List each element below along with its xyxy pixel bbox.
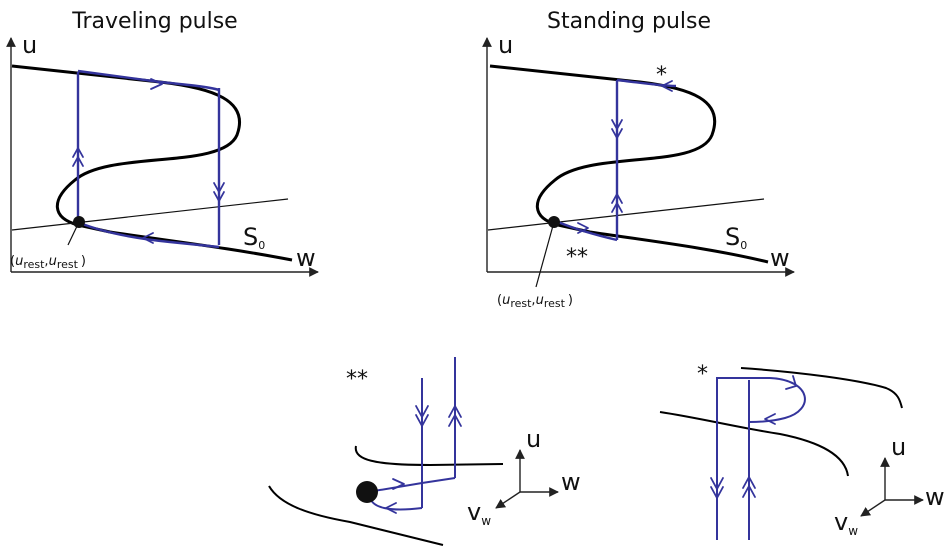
w-axis-label: w	[561, 468, 581, 496]
lower-branch-curve	[659, 411, 849, 477]
upper-branch-curve	[740, 367, 903, 409]
single-star-marker: *	[656, 63, 667, 88]
axes-3d-inset-1: u w vw	[467, 425, 581, 528]
u-axis-label: u	[498, 31, 513, 59]
traveling-pulse-panel: Traveling pulse u w (urest,urest) S0	[6, 9, 319, 277]
zoomed-trajectory	[710, 375, 806, 540]
rest-point-label: (urest,urest)	[10, 254, 86, 271]
traveling-pulse-title: Traveling pulse	[71, 9, 237, 34]
linear-nullcline	[11, 198, 289, 231]
s0-label: S0	[243, 223, 265, 252]
s-nullcline-curve	[11, 64, 293, 262]
rest-point-leader	[535, 221, 555, 288]
linear-nullcline	[487, 198, 765, 231]
u-axis-label: u	[526, 425, 541, 453]
w-axis-label: w	[770, 244, 790, 272]
double-star-marker: **	[566, 245, 588, 270]
axes-3d-inset-2: u w vw	[834, 433, 945, 538]
rest-point-label: (urest,urest)	[497, 293, 573, 310]
pulse-trajectory	[557, 78, 677, 242]
vw-axis-label: vw	[834, 508, 858, 538]
rest-point-zoomed	[356, 481, 378, 503]
w-axis-label: w	[296, 244, 316, 272]
zoomed-trajectory	[367, 357, 462, 514]
rest-point-leader	[67, 221, 80, 246]
double-star-marker: **	[346, 367, 368, 392]
standing-pulse-panel: Standing pulse u w (urest,urest) * ** S0	[482, 9, 795, 310]
inset-double-star: ** u w vw	[268, 357, 581, 546]
inset-single-star: * u w vw	[659, 362, 945, 540]
upper-branch-curve	[354, 445, 504, 467]
w-axis-label: w	[925, 483, 945, 511]
lower-branch-curve	[268, 485, 444, 546]
u-axis-label: u	[22, 31, 37, 59]
standing-pulse-title: Standing pulse	[547, 9, 711, 34]
vw-axis-label: vw	[467, 498, 491, 528]
pulse-trajectory	[72, 69, 225, 249]
s0-label: S0	[725, 223, 747, 252]
u-axis-label: u	[891, 433, 906, 461]
single-star-marker: *	[697, 362, 708, 387]
s-nullcline-curve	[489, 64, 769, 264]
